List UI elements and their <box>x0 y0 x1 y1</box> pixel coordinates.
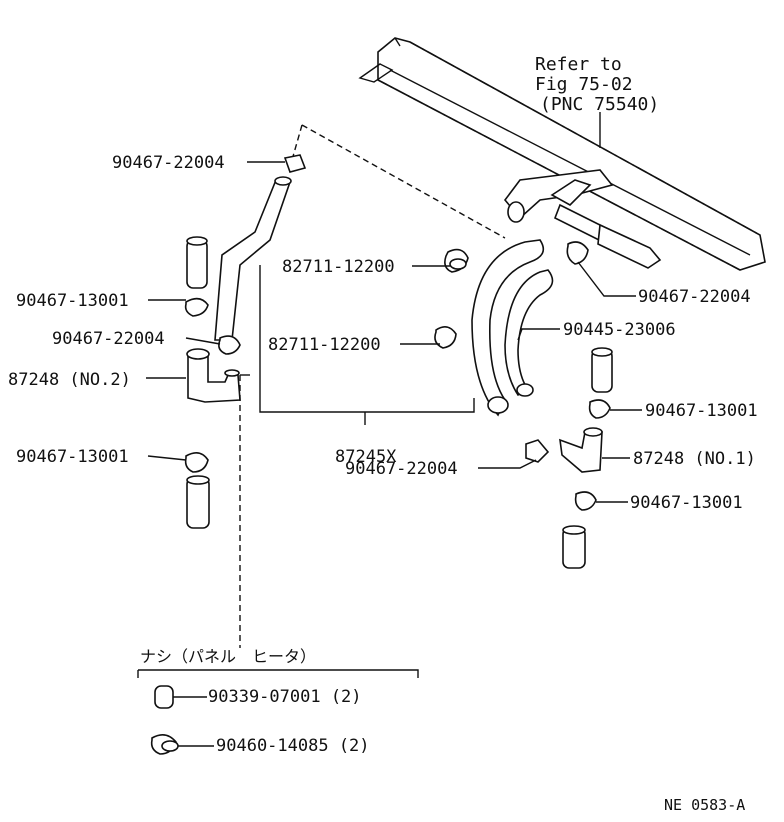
callout-82711-12200-upper: 82711-12200 <box>282 257 395 277</box>
callout-87248-no1: 87248 (NO.1) <box>633 449 756 469</box>
grommet-right-bottom <box>562 525 586 569</box>
legend-grommet-icon <box>154 685 174 709</box>
clamp-top-left <box>283 154 307 173</box>
clamp-lower-middle <box>525 439 550 463</box>
legend-item-90460: 90460-14085 (2) <box>216 736 370 756</box>
reference-line-3: (PNC 75540) <box>540 94 659 115</box>
callout-87248-no2: 87248 (NO.2) <box>8 370 131 390</box>
callout-82711-12200-lower: 82711-12200 <box>268 335 381 355</box>
callout-90467-13001-right-upper: 90467-13001 <box>645 401 758 421</box>
hose-right-outer <box>471 239 545 417</box>
reference-line-2: Fig 75-02 <box>535 74 633 95</box>
clamp-left-13001-upper <box>184 297 209 317</box>
callout-90445-23006: 90445-23006 <box>563 320 676 340</box>
dashed-route-top <box>301 124 506 239</box>
callout-90467-22004-left: 90467-22004 <box>52 329 165 349</box>
joint-87248-no2 <box>186 348 241 403</box>
reference-line-1: Refer to <box>535 54 622 75</box>
heater-panel-assembly <box>358 37 766 271</box>
grommet-left-bottom <box>186 475 210 529</box>
clamp-right-13001-lower <box>574 491 597 511</box>
clamp-right-13001-upper <box>588 399 611 419</box>
hose-left <box>214 176 292 341</box>
clamp-82711-upper <box>444 248 469 273</box>
clamp-right-duct <box>566 241 589 265</box>
callout-90467-22004-top: 90467-22004 <box>112 153 225 173</box>
bracket-87245x <box>259 265 475 413</box>
callout-90467-22004-lower: 90467-22004 <box>345 459 458 479</box>
reference-note: Refer to Fig 75-02 (PNC 75540) <box>535 54 659 148</box>
grommet-left-top <box>186 236 208 289</box>
hose-right-inner <box>504 269 554 397</box>
joint-87248-no1 <box>559 427 603 473</box>
legend-item-90339: 90339-07001 (2) <box>208 687 362 707</box>
callout-90467-13001-left-lower: 90467-13001 <box>16 447 129 467</box>
legend-clamp-icon <box>150 734 179 755</box>
clamp-left-13001-lower <box>184 452 209 473</box>
callout-90467-13001-left-upper: 90467-13001 <box>16 291 129 311</box>
diagram-id: NE 0583-A <box>664 796 745 814</box>
legend-title: ナシ（パネル ヒータ） <box>140 647 316 666</box>
clamp-82711-lower <box>434 326 457 349</box>
callout-90467-22004-right: 90467-22004 <box>638 287 751 307</box>
grommet-right-top <box>591 347 613 393</box>
dashed-route-left <box>291 124 303 161</box>
callout-87245x: 87245X <box>335 447 397 467</box>
legend-block: ナシ（パネル ヒータ） 90339-07001 (2) 90460-14085 … <box>137 647 419 756</box>
clamp-left-22004 <box>218 335 241 355</box>
callout-90467-13001-right-lower: 90467-13001 <box>630 493 743 513</box>
